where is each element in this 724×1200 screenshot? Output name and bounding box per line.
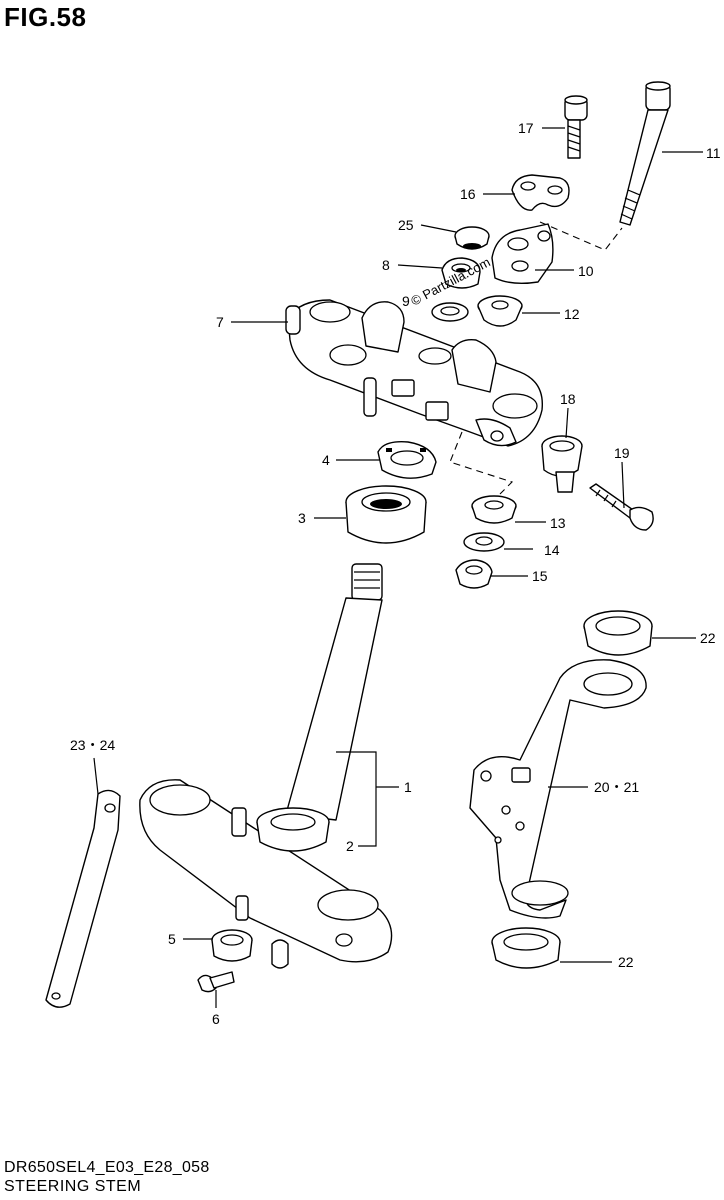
part-10-handlebar-holder (491, 223, 554, 285)
callout-17: 17 (518, 120, 534, 136)
callout-15: 15 (532, 568, 548, 584)
callout-12: 12 (564, 306, 580, 322)
part-12-cushion (477, 295, 523, 327)
callout-22-upper: 22 (700, 630, 716, 646)
callout-18: 18 (560, 391, 576, 407)
part-13-cushion (471, 495, 517, 524)
callout-13: 13 (550, 515, 566, 531)
callout-10: 10 (578, 263, 594, 279)
callout-22-lower: 22 (618, 954, 634, 970)
part-6-bolt (197, 971, 235, 993)
callout-11: 11 (706, 145, 721, 161)
part-19-bolt (589, 483, 654, 531)
callout-25: 25 (398, 217, 414, 233)
part-15-nut (455, 559, 493, 589)
part-11-long-bolt (619, 81, 671, 226)
part-22-lower-seal (491, 927, 561, 969)
assembly-line-13 (449, 431, 514, 495)
part-8-nut (441, 257, 481, 289)
leader-lines (93, 127, 703, 1008)
part-3-bearing (345, 485, 427, 544)
part-20-21-bracket (469, 659, 647, 919)
part-25-cap (454, 226, 490, 250)
figure-code: DR650SEL4_E03_E28_058 (4, 1159, 210, 1176)
callout-16: 16 (460, 186, 476, 202)
callout-14: 14 (544, 542, 560, 558)
callout-7: 7 (216, 314, 224, 330)
callout-2: 2 (346, 838, 354, 854)
part-4-lock-nut (377, 441, 437, 479)
callout-19: 19 (614, 445, 630, 461)
part-9-washer (431, 302, 469, 322)
part-5-cushion (211, 929, 253, 962)
part-1-steering-stem (139, 563, 393, 969)
part-18-holder (541, 435, 583, 493)
part-14-washer (463, 532, 505, 552)
callout-4: 4 (322, 452, 330, 468)
figure-title: FIG.58 (4, 2, 87, 32)
part-7-upper-bracket (285, 299, 544, 447)
callout-6: 6 (212, 1011, 220, 1027)
callout-9: 9 (402, 293, 410, 309)
part-17-bolt (564, 95, 588, 159)
callout-1: 1 (404, 779, 412, 795)
callout-20-21: 20・21 (594, 779, 639, 795)
part-22-upper-seal (583, 610, 653, 656)
part-23-24-bracket (45, 789, 121, 1008)
figure-name: STEERING STEM (4, 1178, 142, 1195)
callout-23-24: 23・24 (70, 737, 115, 753)
callout-3: 3 (298, 510, 306, 526)
callout-5: 5 (168, 931, 176, 947)
callout-8: 8 (382, 257, 390, 273)
assembly-line-11 (539, 221, 623, 251)
part-16-clamp-cap (511, 174, 570, 211)
part-2-seal (256, 807, 330, 852)
